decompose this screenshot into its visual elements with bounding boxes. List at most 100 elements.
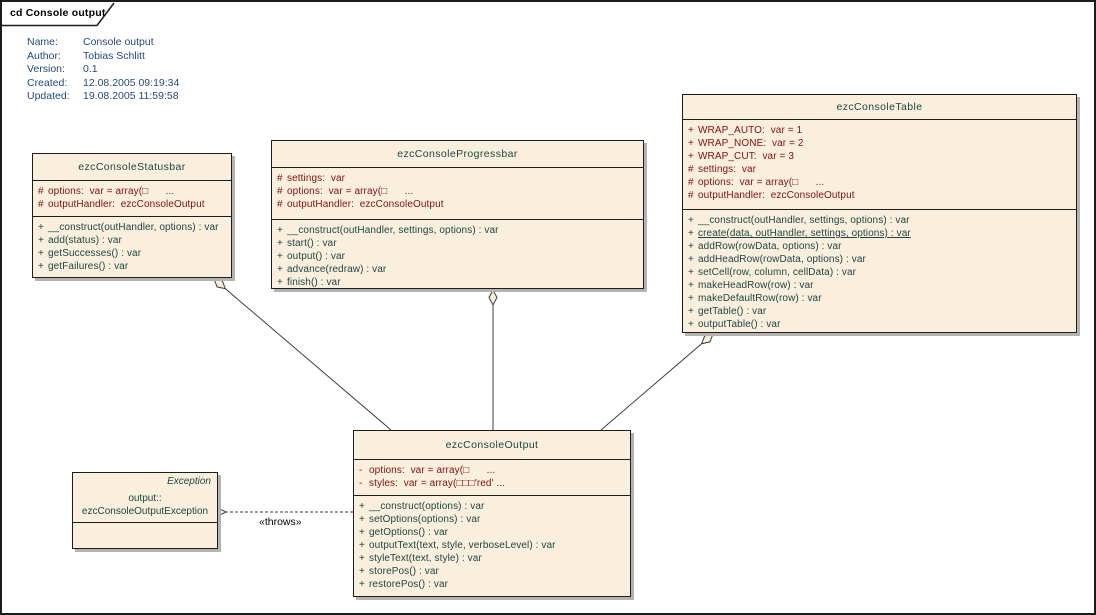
member-signature: styleText(text, style) : var [369,553,482,564]
member-signature: addHeadRow(rowData, options) : var [698,254,866,265]
member-row: +getOptions() : var [354,526,630,539]
member-row: +__construct(outHandler, settings, optio… [683,214,1076,227]
class-title: ezcConsoleProgressbar [272,141,643,168]
exception-name-compartment: Exception output:: ezcConsoleOutputExcep… [73,473,217,523]
member-row: + setOptions(options) : var [354,513,630,526]
member-row: #options: var = array(□ ... [272,185,643,198]
visibility-symbol: - [359,465,363,476]
member-row: # outputHandler: ezcConsoleOutput [683,189,1076,202]
member-signature: options: var = array(□ ... [698,177,825,188]
member-row: +getSuccesses() : var [33,247,231,260]
member-row: +start() : var [272,237,643,250]
member-row: # options: var = array(□ ... [683,176,1076,189]
visibility-symbol: + [359,514,365,525]
member-signature: create(data, outHandler, settings, optio… [698,228,911,239]
visibility-symbol: + [38,248,44,259]
member-row: +getTable() : var [683,305,1076,318]
member-signature: outputHandler: ezcConsoleOutput [48,199,205,210]
member-row: +WRAP_AUTO: var = 1 [683,124,1076,137]
visibility-symbol: # [688,177,694,188]
visibility-symbol: + [688,280,694,291]
visibility-symbol: + [38,261,44,272]
member-signature: WRAP_NONE: var = 2 [698,138,804,149]
visibility-symbol: + [277,277,283,288]
metadata-label: Updated: [27,90,70,102]
visibility-symbol: + [688,293,694,304]
member-row: # settings: var [683,163,1076,176]
visibility-symbol: + [688,125,694,136]
visibility-symbol: # [688,164,694,175]
visibility-symbol: # [277,199,283,210]
member-signature: __construct(outHandler, options) : var [48,222,219,233]
member-signature: add(status) : var [48,235,122,246]
metadata-row: Updated:19.08.2005 11:59:58 [27,90,179,104]
member-signature: setOptions(options) : var [369,514,481,525]
metadata-label: Name: [27,36,58,48]
member-signature: outputHandler: ezcConsoleOutput [698,190,855,201]
attributes-compartment: +WRAP_AUTO: var = 1+WRAP_NONE: var = 2+W… [683,120,1076,209]
methods-compartment: +__construct(options) : var+setOptions(o… [354,495,630,596]
visibility-symbol: + [688,267,694,278]
attributes-compartment: -options: var = array(□ ...-styles: var … [354,460,630,495]
member-row: #outputHandler: ezcConsoleOutput [272,198,643,211]
visibility-symbol: + [38,235,44,246]
member-signature: settings: var [698,164,757,175]
member-signature: setCell(row, column, cellData) : var [698,267,857,278]
exception-namespace: output:: [128,493,162,504]
visibility-symbol: # [688,190,694,201]
visibility-symbol: + [688,306,694,317]
member-row: +outputTable() : var [683,318,1076,331]
frame-tab-label: cd Console output [10,7,106,19]
member-signature: getOptions() : var [369,527,449,538]
member-signature: advance(redraw) : var [287,264,387,276]
member-signature: __construct(outHandler, settings, option… [287,225,499,237]
member-row: -styles: var = array(□□□'red' ... [354,477,630,490]
methods-compartment: +__construct(outHandler, settings, optio… [683,209,1076,332]
member-row: +restorePos() : var [354,578,630,591]
member-row: +output() : var [272,250,643,263]
visibility-symbol: + [359,540,365,551]
class-title: ezcConsoleTable [683,95,1076,120]
member-row: +WRAP_NONE: var = 2 [683,137,1076,150]
visibility-symbol: + [688,215,694,226]
visibility-symbol: + [359,553,365,564]
class-box-ezcConsoleOutput[interactable]: ezcConsoleOutput -options: var = array(□… [353,430,631,597]
member-row: +WRAP_CUT: var = 3 [683,150,1076,163]
member-row: +makeHeadRow(row) : var [683,279,1076,292]
member-row: +create(data, outHandler, settings, opti… [683,227,1076,240]
metadata-value: 0.1 [83,63,98,75]
throws-stereotype-label: «throws» [259,516,302,528]
attributes-compartment: #options: var = array(□ ...#outputHandle… [33,181,231,216]
aggregation-connector-statusbar-output [214,279,392,431]
member-row: +addRow(rowData, options) : var [683,240,1076,253]
visibility-symbol: + [688,241,694,252]
metadata-label: Version: [27,63,65,75]
visibility-symbol: # [38,186,44,197]
metadata-row: Created:12.08.2005 09:19:34 [27,77,179,91]
class-box-ezcConsoleOutputException[interactable]: Exception output:: ezcConsoleOutputExcep… [72,472,218,549]
visibility-symbol: + [688,319,694,330]
class-box-ezcConsoleStatusbar[interactable]: ezcConsoleStatusbar #options: var = arra… [32,153,232,278]
visibility-symbol: # [277,186,283,197]
class-box-ezcConsoleProgressbar[interactable]: ezcConsoleProgressbar #settings: var#opt… [271,140,644,289]
member-row: # outputHandler: ezcConsoleOutput [33,198,231,211]
attributes-compartment: #settings: var#options: var = array(□ ..… [272,168,643,219]
visibility-symbol: - [359,478,363,489]
methods-compartment: +__construct(outHandler, options) : var+… [33,216,231,277]
class-box-ezcConsoleTable[interactable]: ezcConsoleTable +WRAP_AUTO: var = 1+WRAP… [682,94,1077,333]
visibility-symbol: + [277,238,283,250]
member-row: +finish() : var [272,276,643,288]
visibility-symbol: + [688,254,694,265]
visibility-symbol: + [688,151,694,162]
member-signature: makeDefaultRow(row) : var [698,293,822,304]
member-row: + setCell(row, column, cellData) : var [683,266,1076,279]
member-row: + makeDefaultRow(row) : var [683,292,1076,305]
visibility-symbol: # [38,199,44,210]
metadata-label: Created: [27,76,68,89]
member-row: + add(status) : var [33,234,231,247]
class-title: ezcConsoleOutput [354,431,630,460]
visibility-symbol: + [277,264,283,276]
methods-compartment: + __construct(outHandler, settings, optio… [272,219,643,288]
member-row: +getFailures() : var [33,260,231,273]
